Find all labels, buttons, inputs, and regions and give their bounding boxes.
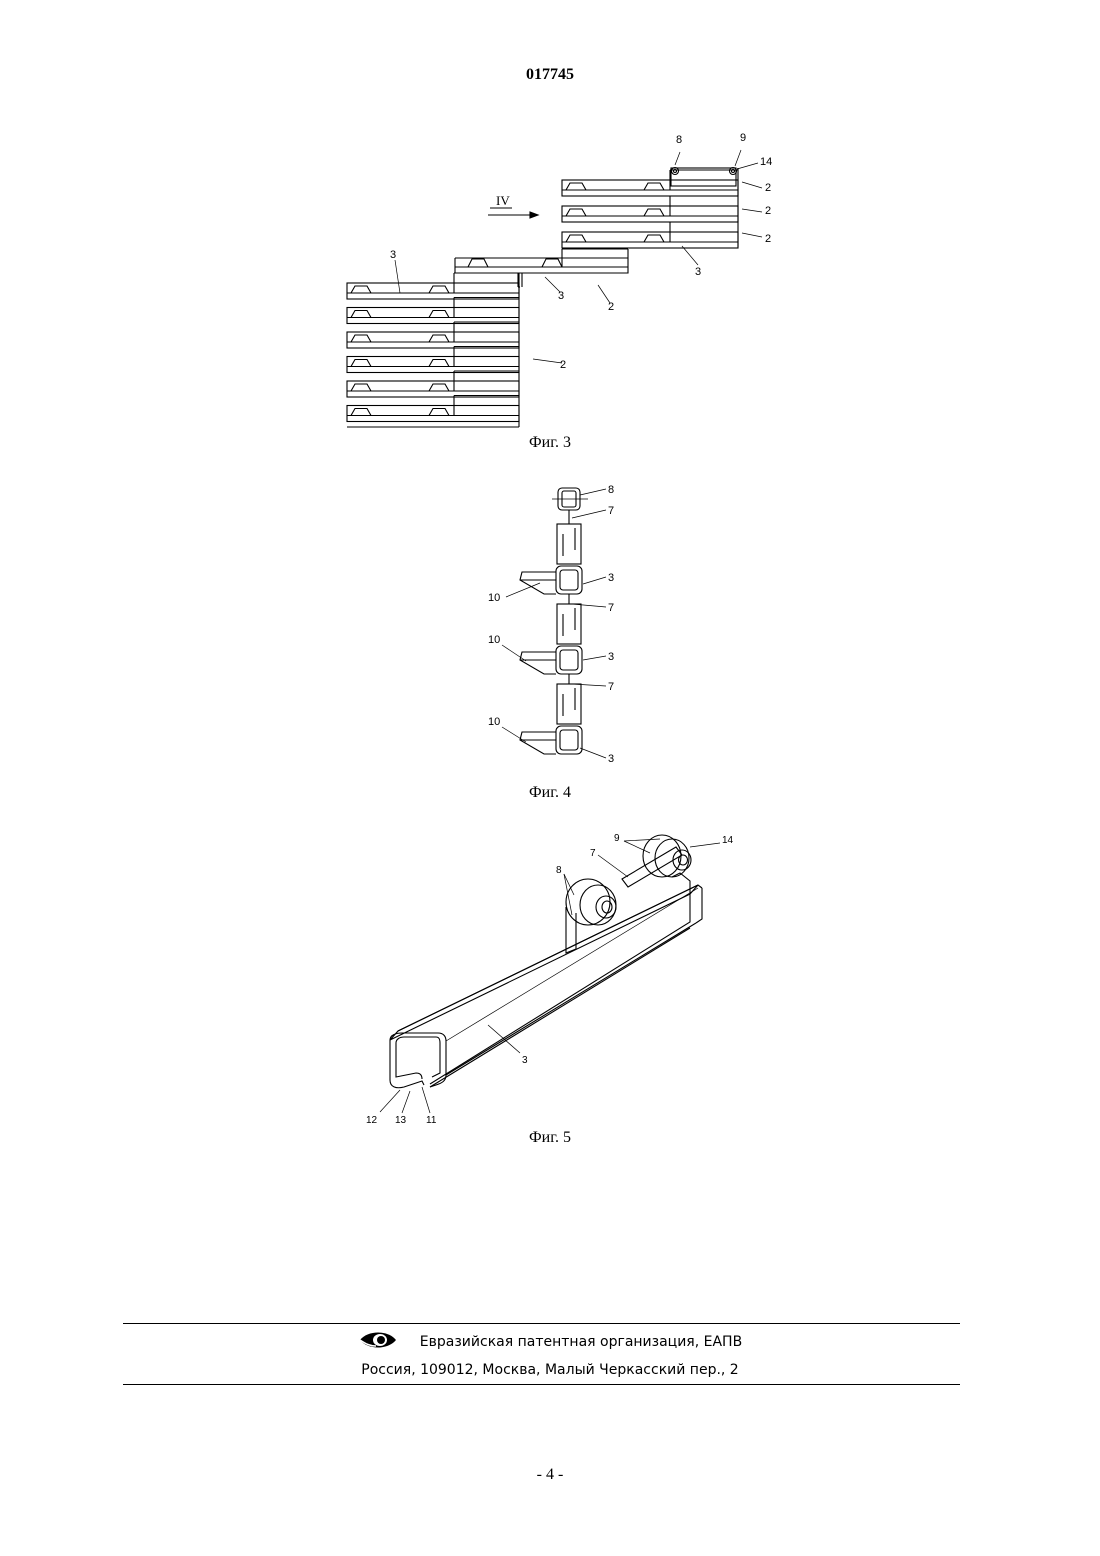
fig3-lower-tray: [347, 396, 519, 422]
fig4-ref-3a: 3: [608, 572, 614, 584]
fig5-ref-12: 12: [366, 1115, 378, 1126]
fig3-ref-9: 9: [740, 132, 746, 144]
eapo-eye-logo-icon: [358, 1329, 398, 1355]
footer-organization-line: Евразийская патентная организация, ЕАПВ: [0, 1329, 1100, 1355]
fig4-unit: [520, 604, 582, 684]
fig3-lower-tray: [347, 347, 519, 373]
fig3-lower-stack: [347, 273, 519, 427]
fig3-ref-2e: 2: [560, 359, 566, 371]
fig3-ref-2d: 2: [608, 301, 614, 313]
figure-4-drawing: 8 7 3 7 3 7 3 10 10 10: [480, 480, 640, 770]
fig4-ref-8: 8: [608, 484, 614, 496]
fig3-view-marker: [488, 208, 538, 218]
fig5-rail: [390, 885, 702, 1088]
fig3-ref-3c: 3: [390, 249, 396, 261]
fig3-upper-tray: [562, 196, 738, 222]
fig5-ref-8: 8: [556, 865, 562, 876]
fig4-ref-10b: 10: [488, 634, 500, 646]
fig3-ref-3b: 3: [558, 290, 564, 302]
fig4-unit: [520, 684, 582, 754]
fig4-ref-7c: 7: [608, 681, 614, 693]
fig3-lower-tray: [347, 322, 519, 348]
fig4-unit: [520, 524, 582, 604]
pivot-8: [672, 168, 679, 175]
figure-5-drawing: 9 14 7 8 3 12 13 11: [360, 825, 760, 1130]
fig5-link-7: [622, 847, 690, 894]
fig5-leaders: [380, 839, 720, 1113]
fig3-ref-2b: 2: [765, 205, 771, 217]
fig4-units: [520, 524, 582, 754]
footer-bottom-rule: [123, 1384, 960, 1385]
fig4-ref-7a: 7: [608, 505, 614, 517]
fig5-ref-14: 14: [722, 835, 734, 846]
fig3-ref-8: 8: [676, 134, 682, 146]
fig4-ref-10a: 10: [488, 592, 500, 604]
document-number: 017745: [0, 66, 1100, 84]
fig3-ref-2c: 2: [765, 233, 771, 245]
fig5-ref-3: 3: [522, 1055, 528, 1066]
page-number: - 4 -: [0, 1466, 1100, 1484]
fig5-ref-7: 7: [590, 848, 596, 859]
fig3-lower-tray: [347, 273, 519, 299]
figure-3-caption: Фиг. 3: [0, 434, 1100, 452]
fig4-ref-7b: 7: [608, 602, 614, 614]
fig3-upper-tray: [562, 170, 738, 196]
fig5-ref-11: 11: [426, 1115, 437, 1126]
figure-4-caption: Фиг. 4: [0, 784, 1100, 802]
fig4-ref-3b: 3: [608, 651, 614, 663]
fig4-top-roller: [552, 488, 588, 524]
fig3-ref-2a: 2: [765, 182, 771, 194]
fig3-upper-tray: [562, 222, 738, 248]
fig4-ref-3c: 3: [608, 753, 614, 765]
fig3-upper-stack: [562, 168, 738, 248]
fig5-ref-9: 9: [614, 833, 620, 844]
fig4-ref-10c: 10: [488, 716, 500, 728]
footer-address: Россия, 109012, Москва, Малый Черкасский…: [0, 1362, 1100, 1378]
view-marker-label: IV: [496, 193, 510, 208]
footer-top-rule: [123, 1323, 960, 1324]
footer-organization: Евразийская патентная организация, ЕАПВ: [420, 1334, 742, 1350]
figure-5-caption: Фиг. 5: [0, 1129, 1100, 1147]
fig3-ref-14: 14: [760, 156, 772, 168]
fig3-middle-tier: [455, 249, 628, 287]
figure-3-drawing: IV 8 9 14 2 2 2 3 3 2 3 2: [330, 125, 790, 435]
fig4-leaders: [502, 489, 606, 758]
fig3-leaders: [395, 150, 762, 363]
fig3-lower-tray: [347, 298, 519, 324]
fig3-ref-3a: 3: [695, 266, 701, 278]
fig3-lower-tray: [347, 371, 519, 397]
fig5-ref-13: 13: [395, 1115, 407, 1126]
fig5-roller-9: [643, 835, 691, 877]
